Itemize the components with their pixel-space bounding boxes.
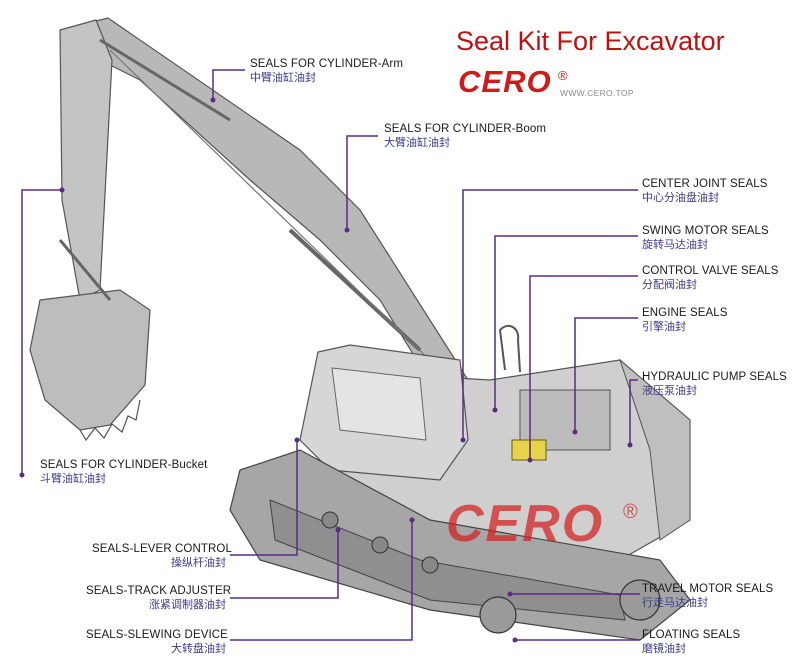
callout-en: SEALS-TRACK ADJUSTER (86, 585, 232, 597)
callout-control-valve: CONTROL VALVE SEALS 分配阀油封 (642, 264, 779, 292)
counterweight (618, 358, 691, 541)
track-inner (269, 499, 626, 621)
leader-control-valve (529, 275, 638, 460)
registered-mark: ® (558, 68, 568, 83)
sprocket-wheel (619, 579, 661, 621)
callout-en: FLOATING SEALS (642, 629, 741, 641)
boom (91, 17, 469, 399)
bucket (29, 289, 151, 431)
callout-floating: FLOATING SEALS 磨镜油封 (642, 628, 740, 656)
roller (421, 556, 439, 574)
callout-zh: 引擎油封 (642, 321, 686, 333)
callout-zh: 斗臂油缸油封 (40, 473, 106, 485)
callout-en: SEALS-SLEWING DEVICE (86, 629, 228, 641)
callout-hydraulic-pump: HYDRAULIC PUMP SEALS 液压泵油封 (642, 370, 787, 398)
roller (371, 536, 389, 554)
callout-en: TRAVEL MOTOR SEALS (642, 583, 774, 595)
callout-zh: 分配阀油封 (642, 279, 697, 291)
callout-en: CENTER JOINT SEALS (642, 178, 768, 190)
leader-engine (574, 317, 638, 432)
page-title: Seal Kit For Excavator (456, 26, 725, 56)
callout-en: SWING MOTOR SEALS (642, 225, 769, 237)
leader-slewing-device (230, 520, 413, 641)
callout-swing-motor: SWING MOTOR SEALS 旋转马达油封 (642, 224, 769, 252)
callout-zh: 中心分油盘油封 (642, 192, 719, 204)
callout-track-adjuster: SEALS-TRACK ADJUSTER 涨紧调制器油封 (86, 584, 232, 612)
arm (59, 19, 113, 301)
watermark-registered-mark: ® (623, 501, 638, 523)
callout-slewing-device: SEALS-SLEWING DEVICE 大转盘油封 (86, 628, 228, 656)
callout-zh: 操纵杆油封 (171, 557, 226, 569)
leader-bucket (21, 189, 62, 475)
bucket-link (58, 239, 112, 301)
callout-zh: 大臂油缸油封 (384, 137, 450, 149)
callout-arm: SEALS FOR CYLINDER-Arm 中臂油缸油封 (250, 57, 403, 85)
callout-en: SEALS FOR CYLINDER-Bucket (40, 459, 208, 471)
callout-en: ENGINE SEALS (642, 307, 728, 319)
hydraulic-hose (109, 49, 441, 371)
callout-zh: 行走马达油封 (642, 597, 708, 609)
leader-dots (19, 97, 633, 643)
callout-travel-motor: TRAVEL MOTOR SEALS 行走马达油封 (642, 582, 773, 610)
handrail (498, 324, 521, 373)
callout-zh: 中臂油缸油封 (250, 72, 316, 84)
website-url: WWW.CERO.TOP (560, 88, 634, 98)
callout-boom: SEALS FOR CYLINDER-Boom 大臂油缸油封 (384, 122, 546, 150)
watermark-logo: CERO (446, 495, 605, 553)
callout-en: CONTROL VALVE SEALS (642, 265, 779, 277)
callout-en: SEALS FOR CYLINDER-Boom (384, 123, 547, 135)
callout-bucket: SEALS FOR CYLINDER-Bucket 斗臂油缸油封 (40, 458, 207, 486)
idler-wheel (479, 596, 517, 634)
leader-lines (21, 69, 640, 641)
engine-block (519, 389, 611, 451)
leader-arm (212, 69, 245, 100)
arm-cylinder (99, 38, 231, 122)
leader-lever-control (230, 440, 298, 556)
callout-zh: 涨紧调制器油封 (149, 599, 226, 611)
leader-center-joint (462, 189, 638, 440)
callout-en: SEALS FOR CYLINDER-Arm (250, 58, 404, 70)
callout-zh: 旋转马达油封 (642, 239, 708, 251)
leader-swing-motor (494, 235, 638, 410)
callout-center-joint: CENTER JOINT SEALS 中心分油盘油封 (642, 177, 768, 205)
leader-track-adjuster (230, 530, 339, 599)
callout-en: HYDRAULIC PUMP SEALS (642, 371, 787, 383)
cab-window (331, 367, 427, 441)
callout-lever-control: SEALS-LEVER CONTROL 操纵杆油封 (92, 542, 232, 570)
callout-zh: 液压泵油封 (642, 385, 697, 397)
control-valve-block (511, 439, 547, 461)
leader-boom (346, 135, 378, 230)
bucket-teeth (79, 399, 141, 442)
callout-en: SEALS-LEVER CONTROL (92, 543, 232, 555)
brand-logo: CERO (458, 64, 552, 99)
roller (321, 511, 339, 529)
callout-zh: 大转盘油封 (171, 643, 226, 655)
callout-engine: ENGINE SEALS 引擎油封 (642, 306, 728, 334)
leader-hydraulic-pump (629, 379, 638, 445)
callout-zh: 磨镜油封 (642, 643, 686, 655)
